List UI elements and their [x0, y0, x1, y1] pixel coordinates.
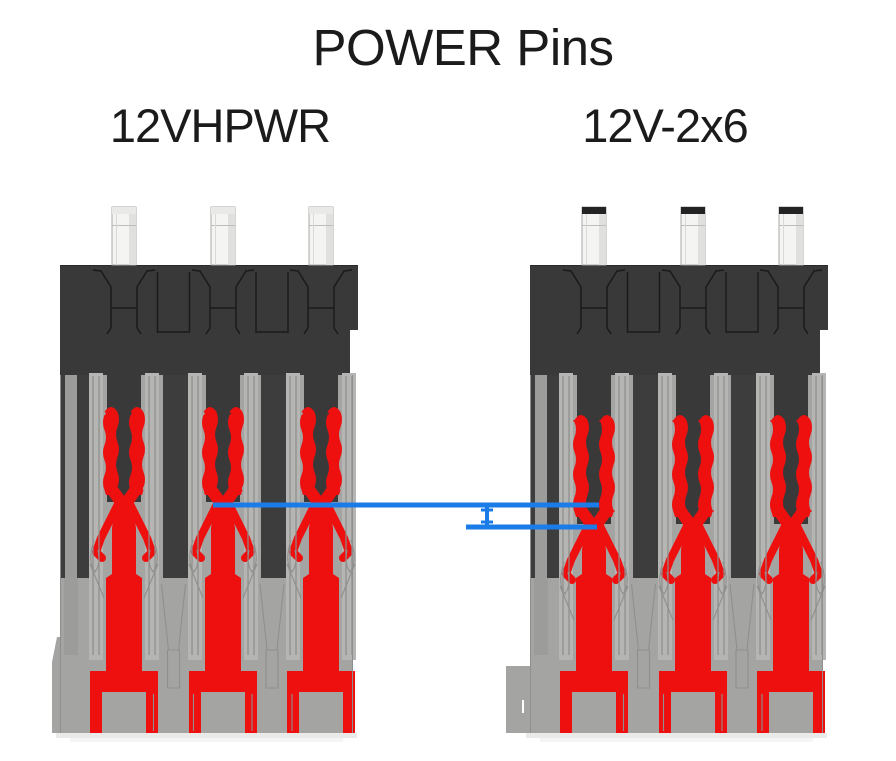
- body-outlines: [559, 561, 826, 731]
- pin-tab: [308, 206, 334, 266]
- body-outlines: [89, 539, 356, 731]
- channel-ribs: [92, 376, 353, 655]
- pin-tab: [210, 206, 236, 266]
- housing-outlines: [92, 269, 353, 335]
- pin-tab: [680, 206, 706, 266]
- pin-tab: [778, 206, 804, 266]
- pin-tab: [581, 206, 607, 266]
- measurement-annotation: [213, 502, 599, 530]
- channel-ribs: [562, 376, 823, 655]
- housing-outlines: [562, 269, 823, 335]
- pin-tab: [111, 206, 137, 266]
- page-title: POWER Pins: [312, 19, 614, 76]
- label-12v-2x6: 12V-2x6: [582, 99, 748, 152]
- measurement-marker-caps: [481, 508, 493, 524]
- connector-12vhpwr: [52, 206, 358, 742]
- label-12vhpwr: 12VHPWR: [109, 99, 331, 152]
- connector-12v-2x6: [506, 206, 828, 742]
